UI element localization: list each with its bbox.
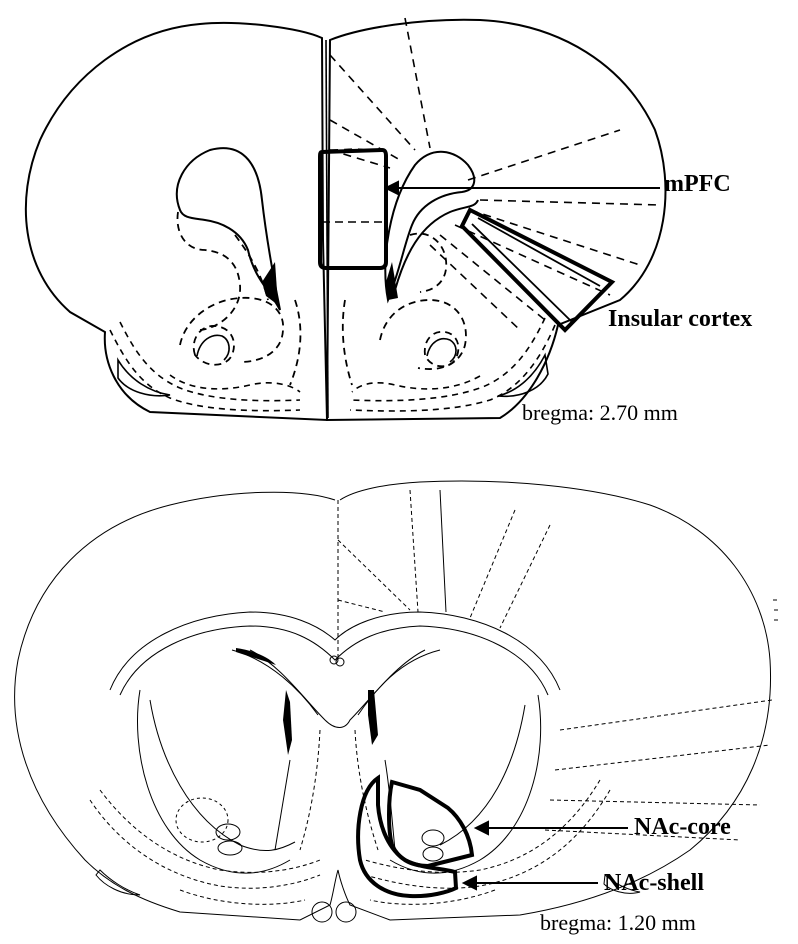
nac-core-label: NAc-core [634, 814, 731, 841]
mpfc-label: mPFC [664, 171, 731, 198]
bregma-top-label: bregma: 2.70 mm [522, 400, 678, 426]
insular-cortex-label: Insular cortex [608, 306, 752, 333]
nac-shell-label: NAc-shell [604, 870, 704, 897]
bregma-bottom-label: bregma: 1.20 mm [540, 910, 696, 936]
